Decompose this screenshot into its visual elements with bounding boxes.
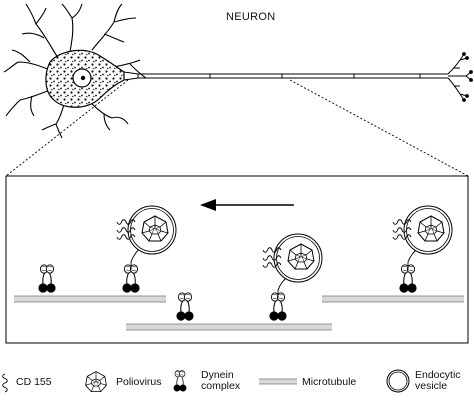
axon-terminal (447, 52, 473, 102)
poliovirus-icon (85, 371, 107, 393)
legend-label-cd155: CD 155 (16, 376, 52, 388)
legend-label-dynein-complex: Dynein complex (201, 370, 240, 392)
legend-label-dynein-line2: complex (201, 380, 241, 392)
dynein-complex-icon (173, 370, 187, 392)
nucleolus (80, 75, 86, 81)
legend-label-endocytic-vesicle: Endocytic vesicle (415, 370, 461, 392)
retrograde-direction-arrow (200, 199, 294, 211)
legend-label-vesicle-line1: Endocytic (415, 369, 461, 381)
microtubule (126, 323, 332, 331)
microtubules (14, 295, 464, 331)
axon (123, 71, 448, 81)
magnified-axon-panel (5, 175, 469, 344)
legend-label-dynein-line1: Dynein (201, 369, 234, 381)
endocytic-vesicle-icon (386, 369, 410, 393)
cd155-icon (2, 373, 8, 393)
microtubule-icon (259, 378, 297, 385)
legend-label-poliovirus: Poliovirus (116, 376, 162, 388)
legend-label-vesicle-line2: vesicle (415, 380, 448, 392)
neuron-illustration (3, 3, 473, 139)
legend (2, 369, 410, 393)
legend-label-microtubule: Microtubule (302, 376, 357, 388)
zoom-indicator-lines (5, 79, 469, 177)
diagram-title: NEURON (226, 11, 276, 23)
microtubule (14, 295, 166, 303)
microtubule (322, 295, 464, 303)
